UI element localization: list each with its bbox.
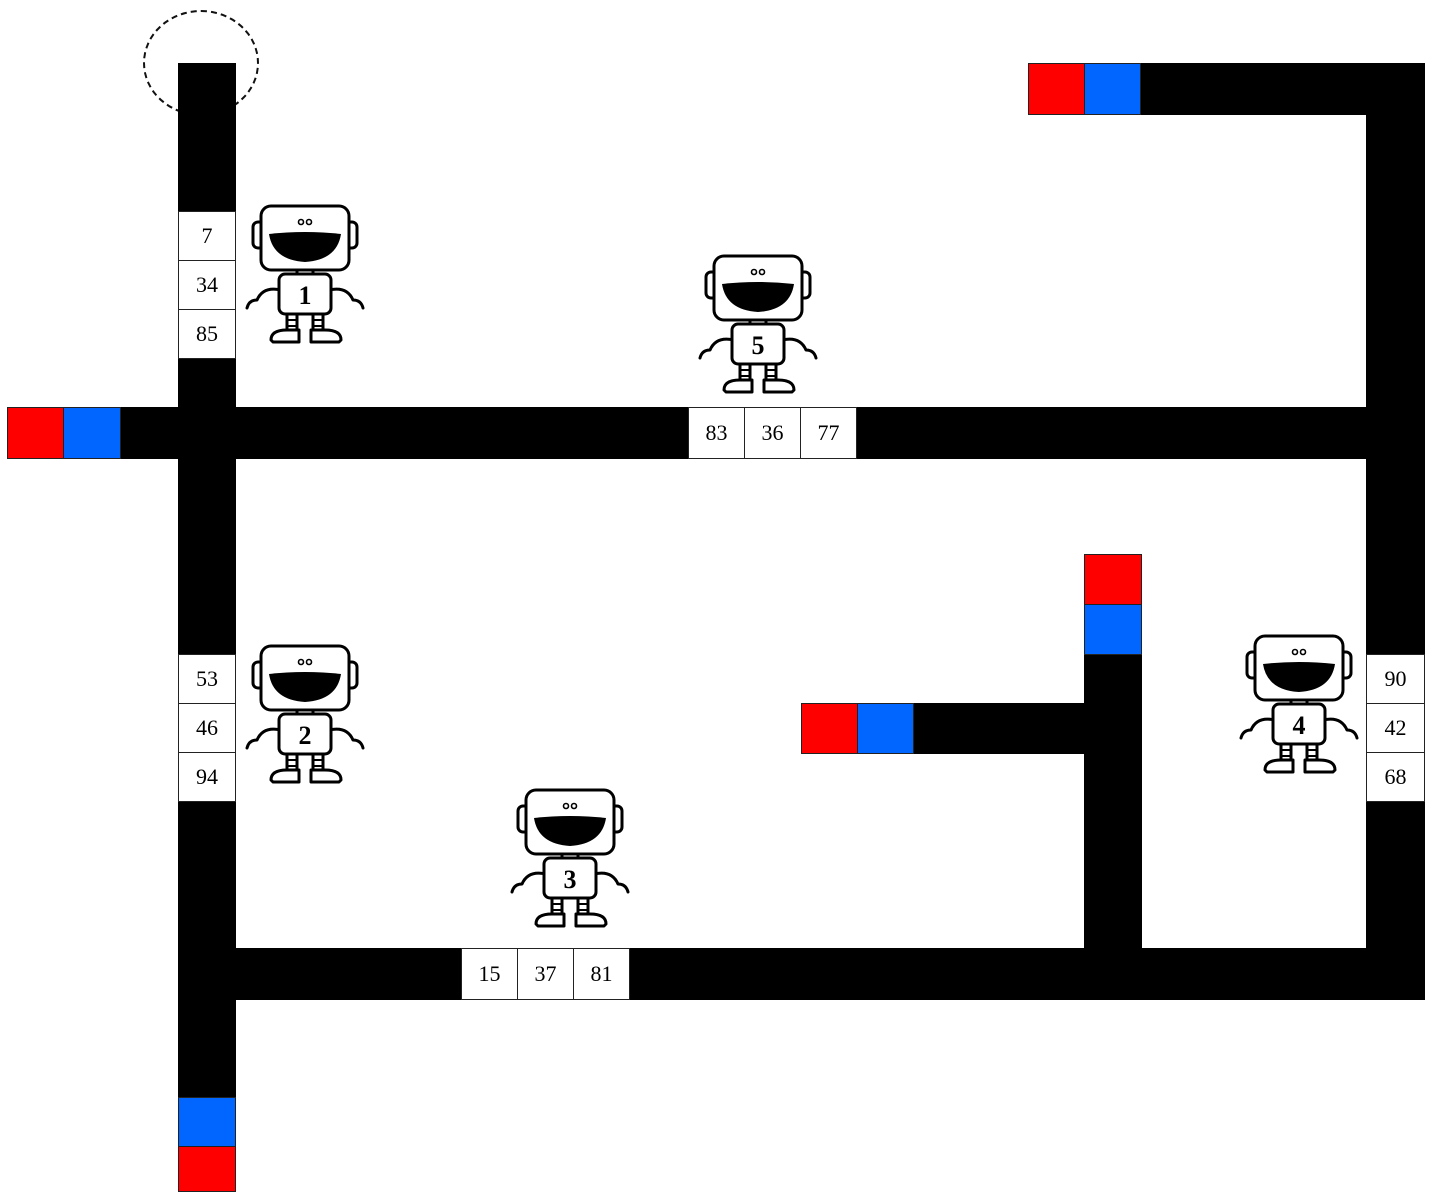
number-cell: 7: [178, 211, 236, 261]
exit-top-right-blue: [1084, 63, 1141, 115]
robot-icon: 2: [241, 640, 371, 790]
number-cell: 90: [1366, 654, 1425, 704]
number-cell: 94: [178, 752, 236, 802]
road-bottom-horizontal: [178, 948, 1425, 1000]
exit-inner-top-red: [1084, 554, 1142, 605]
exit-middle-red: [801, 703, 858, 754]
number-cell: 46: [178, 703, 236, 753]
exit-left-blue: [63, 407, 121, 459]
robot-4: 4: [1235, 630, 1365, 780]
number-cell: 77: [800, 407, 857, 459]
number-cell: 68: [1366, 752, 1425, 802]
exit-bottom-blue: [178, 1097, 236, 1147]
robot-3: 3: [506, 784, 636, 934]
number-cell: 42: [1366, 703, 1425, 753]
number-cell: 81: [573, 948, 630, 1000]
robot-2: 2: [241, 640, 371, 790]
exit-left-red: [7, 407, 64, 459]
robot-icon: 5: [694, 250, 824, 400]
robot-number: 1: [299, 281, 312, 310]
robot-1: 1: [241, 200, 371, 350]
robot-number: 2: [299, 721, 312, 750]
number-cell: 83: [688, 407, 745, 459]
exit-top-right-red: [1028, 63, 1085, 115]
robot-number: 4: [1293, 711, 1306, 740]
robot-icon: 3: [506, 784, 636, 934]
road-right-vertical: [1366, 63, 1425, 1000]
robot-number: 5: [752, 331, 765, 360]
number-cell: 34: [178, 260, 236, 310]
robot-number: 3: [564, 865, 577, 894]
number-cell: 37: [517, 948, 574, 1000]
exit-middle-blue: [857, 703, 914, 754]
robot-icon: 4: [1235, 630, 1365, 780]
exit-inner-top-blue: [1084, 604, 1142, 655]
exit-bottom-red: [178, 1146, 236, 1192]
robot-icon: 1: [241, 200, 371, 350]
road-inner-horizontal: [913, 703, 1142, 754]
number-cell: 53: [178, 654, 236, 704]
robot-5: 5: [694, 250, 824, 400]
number-cell: 15: [461, 948, 518, 1000]
number-cell: 85: [178, 309, 236, 359]
number-cell: 36: [744, 407, 801, 459]
